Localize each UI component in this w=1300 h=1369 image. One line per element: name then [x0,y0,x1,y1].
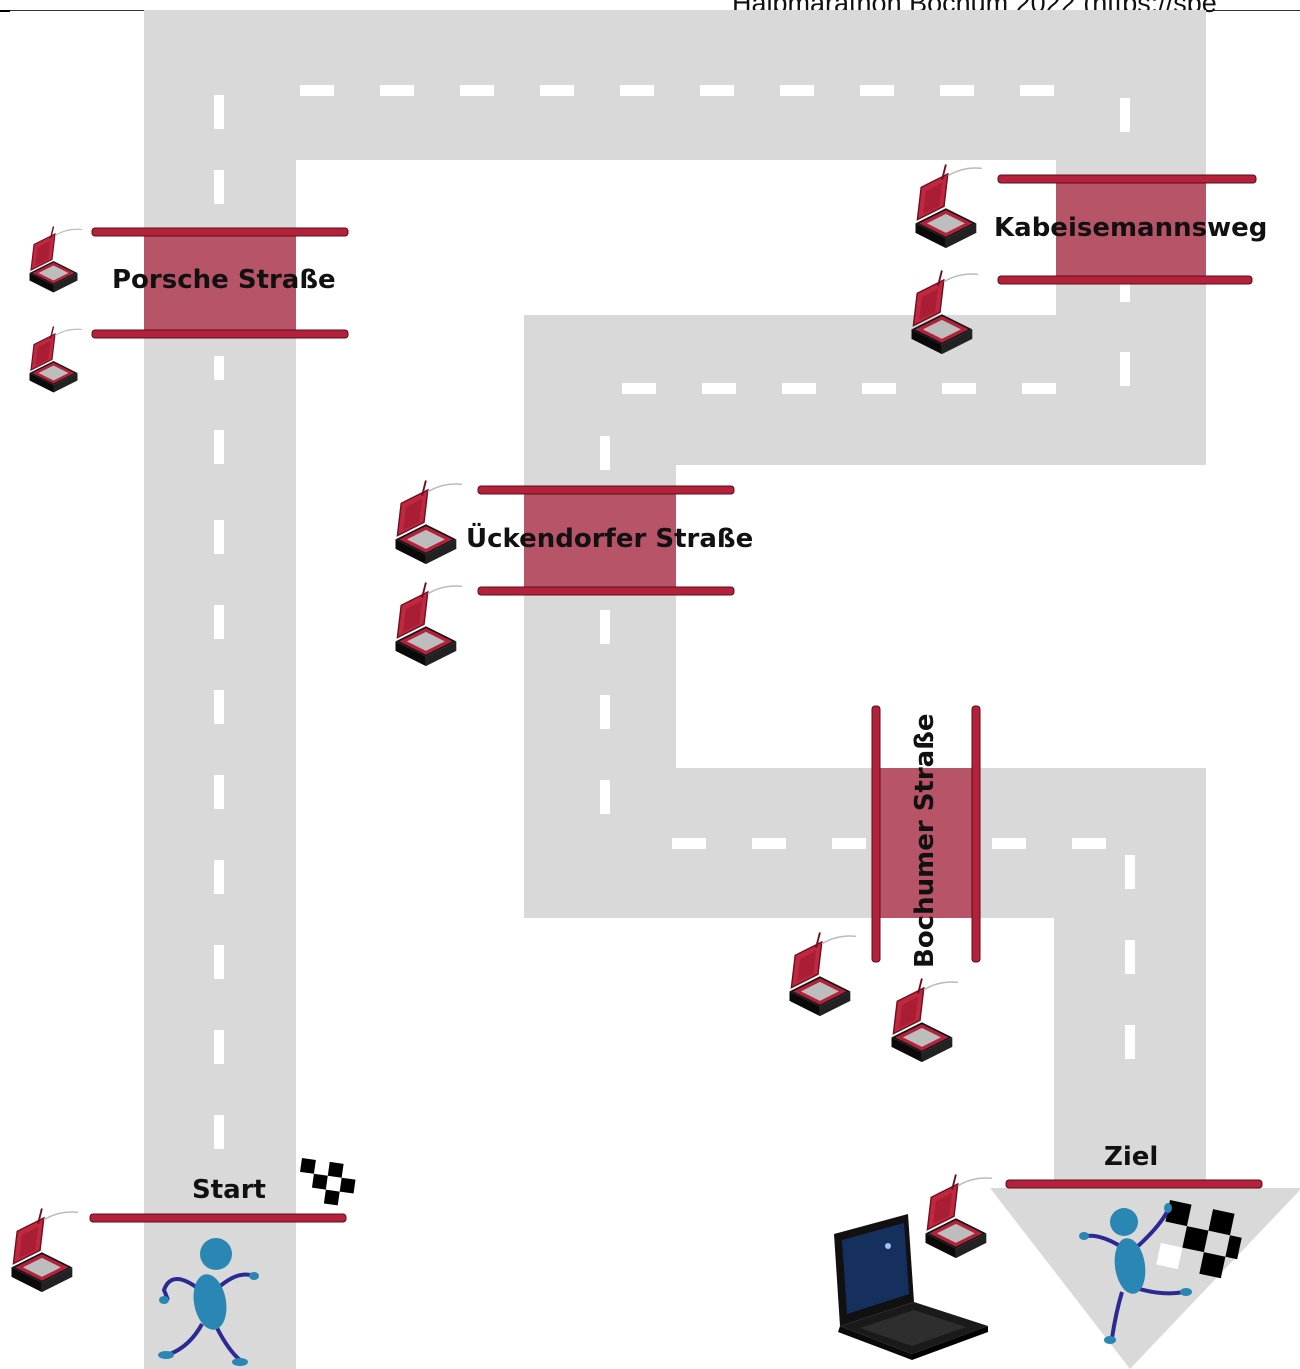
start-label: Start [192,1175,266,1205]
timing-box-icon [924,1173,993,1260]
timing-mat [997,275,1253,285]
laptop-icon [834,1214,988,1360]
checkpoint-label-ueckendorfer: Ückendorfer Straße [466,524,754,554]
timing-box-icon [890,977,959,1064]
timing-zones [144,180,1206,918]
checkered-flag-icon [1156,1200,1242,1279]
road-right-lower-vertical [1054,768,1206,1200]
timing-zone-porsche [144,232,296,333]
finish-label: Ziel [1104,1142,1159,1172]
timing-box-icon [28,325,83,394]
timing-mat [91,227,349,237]
timing-mat [997,174,1257,184]
timing-mat [871,705,881,963]
runner-icon [1079,1203,1192,1344]
timing-mat [477,586,735,596]
lane-markings [214,85,1135,1149]
timing-zone-kabeisemann [1056,180,1206,280]
timing-mat [477,485,735,495]
timing-mat [89,1213,347,1223]
timing-box-icon [28,225,83,294]
timing-mat [971,705,981,963]
checkered-flag-icons [296,1158,1242,1279]
timing-mat [1005,1179,1263,1189]
timing-box-icon [10,1207,79,1294]
checkpoint-label-kabeisemann: Kabeisemannsweg [994,213,1268,243]
checkpoint-label-bochumer: Bochumer Straße [910,713,940,968]
timing-zone-ueckendorfer [524,490,676,590]
timing-zone-bochumer [876,768,976,918]
timing-box-icon [394,581,463,668]
timing-box-icon [788,931,857,1018]
finish-arrow [990,1188,1300,1369]
header-tick [0,10,10,12]
road-left-vertical [144,10,296,1369]
runner-icon [158,1238,259,1366]
timing-box-icon [914,163,983,250]
checkpoint-label-porsche: Porsche Straße [112,265,336,295]
timing-mats [89,174,1263,1223]
timing-box-icon [394,479,463,566]
timing-mat [91,329,349,339]
checkered-flag-icon [296,1158,356,1206]
